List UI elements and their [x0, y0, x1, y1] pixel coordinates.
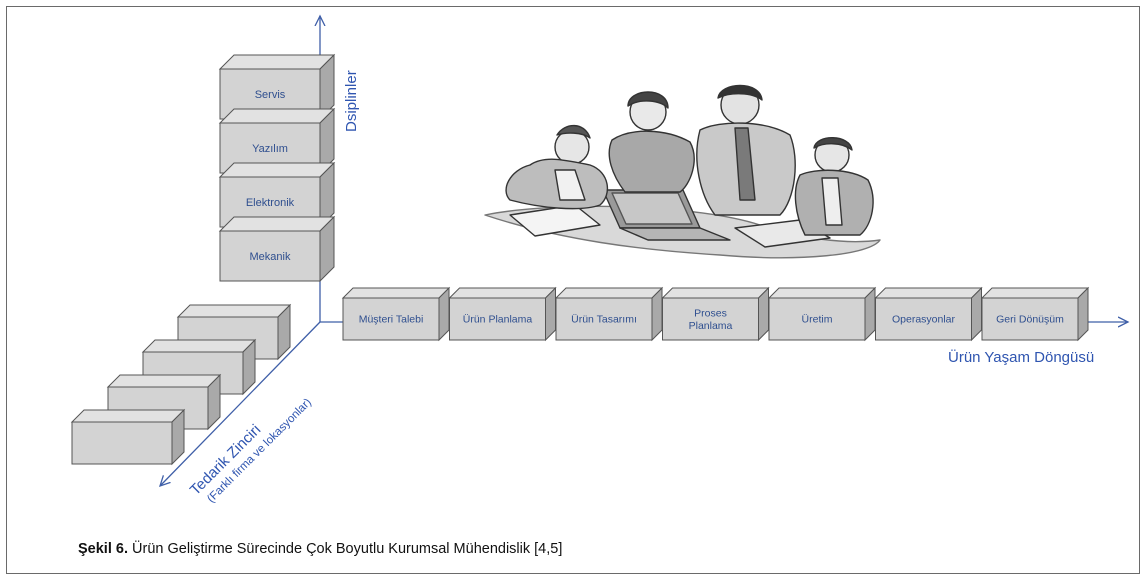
lifecycle-box-1: Müşteri Talebi — [341, 286, 451, 342]
people-working-at-laptop-illustration — [484, 84, 881, 259]
lifecycle-box-7: Geri Dönüşüm — [980, 286, 1090, 342]
discipline-box-3-label: Elektronik — [246, 197, 295, 209]
lifecycle-box-5-label: Üretim — [802, 314, 833, 326]
discipline-box-4-label: Mekanik — [250, 251, 291, 263]
discipline-box-4: Mekanik — [218, 215, 336, 283]
lifecycle-box-3: Ürün Tasarımı — [554, 286, 664, 342]
lifecycle-box-6-label: Operasyonlar — [892, 314, 956, 326]
supply-chain-box-2 — [141, 338, 257, 396]
diagonal-axis — [160, 321, 321, 486]
figure-caption-number: Şekil 6. — [78, 541, 128, 557]
lifecycle-box-5: Üretim — [767, 286, 877, 342]
disciplines-axis-label: Dsiplinler — [343, 70, 360, 132]
lifecycle-box-6: Operasyonlar — [874, 286, 983, 342]
supply-chain-box-4 — [70, 408, 186, 466]
discipline-box-2-label: Yazılım — [252, 143, 288, 155]
lifecycle-box-3-label: Ürün Tasarımı — [571, 314, 637, 326]
figure-caption: Şekil 6. Ürün Geliştirme Sürecinde Çok B… — [78, 539, 562, 557]
lifecycle-axis-label: Ürün Yaşam Döngüsü — [948, 348, 1094, 366]
supply-chain-stack — [70, 303, 292, 466]
lifecycle-row: Müşteri Talebi Ürün Planlama Ürün Tasarımı… — [341, 286, 1090, 342]
lifecycle-box-7-label: Geri Dönüşüm — [996, 314, 1064, 326]
lifecycle-box-1-label: Müşteri Talebi — [359, 314, 424, 326]
lifecycle-box-2-label: Ürün Planlama — [463, 314, 533, 326]
figure-caption-text: Ürün Geliştirme Sürecinde Çok Boyutlu Ku… — [128, 539, 562, 557]
lifecycle-box-2: Ürün Planlama — [448, 286, 557, 342]
discipline-box-1-label: Servis — [255, 89, 286, 101]
